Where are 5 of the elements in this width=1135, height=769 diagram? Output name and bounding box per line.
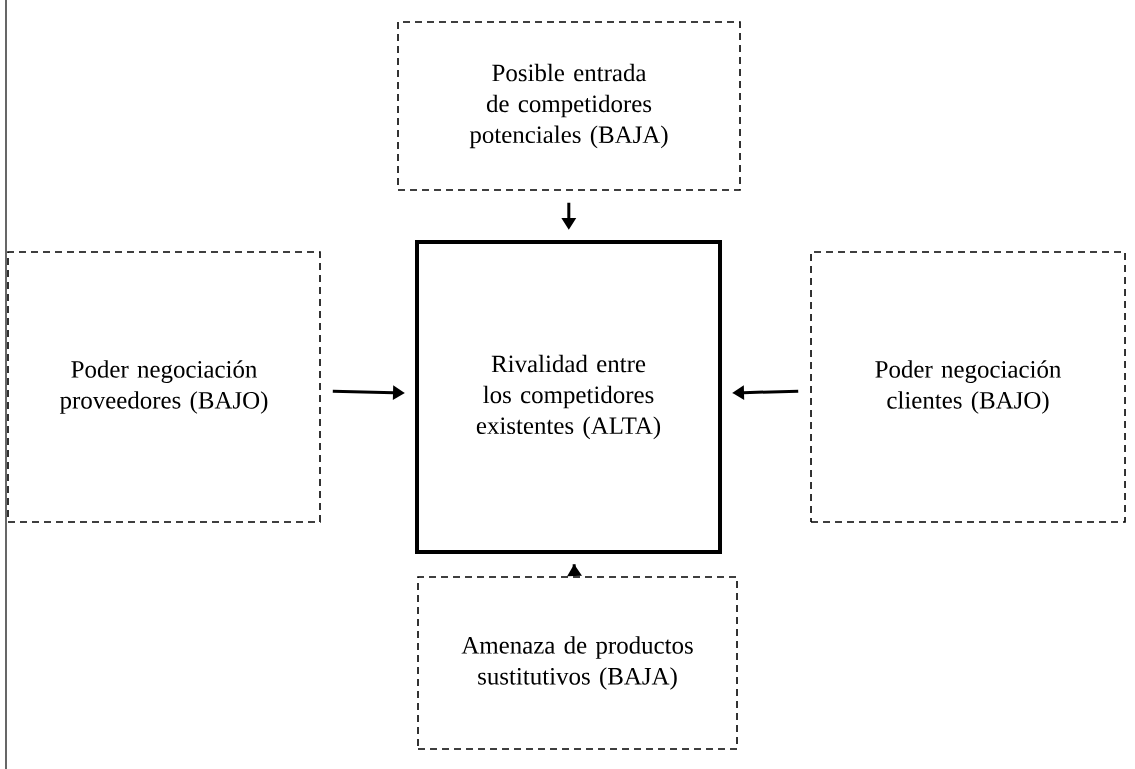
force-box: Amenaza de productos sustitutivos (BAJA) xyxy=(417,576,738,750)
force-box: Posible entrada de competidores potenciales (BAJA) xyxy=(397,21,741,191)
center-box: Rivalidad entre los competidores existentes (ALTA) xyxy=(415,240,722,554)
force-box: Poder negociación clientes (BAJO) xyxy=(810,251,1126,523)
force-box: Poder negociación proveedores (BAJO) xyxy=(7,251,321,523)
